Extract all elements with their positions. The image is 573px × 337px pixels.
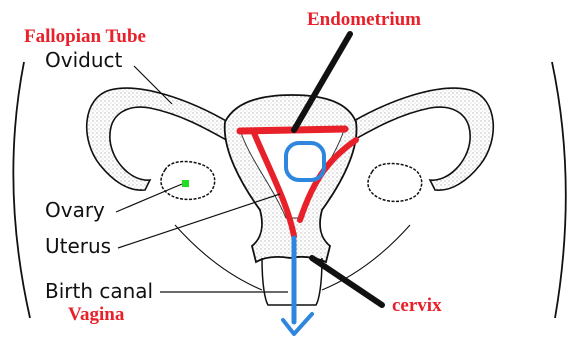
uterus-leader (118, 194, 280, 248)
endometrium-label: Endometrium (307, 10, 421, 29)
fallopian-tube-label: Fallopian Tube (24, 27, 146, 46)
pelvic-line-right (322, 225, 410, 290)
right-ovary (368, 164, 422, 202)
cervix-label: cervix (392, 296, 442, 315)
left-body-outline (13, 62, 30, 318)
birth-canal-label: Birth canal (45, 281, 153, 301)
vagina-label: Vagina (68, 305, 124, 324)
uterus-label: Uterus (45, 236, 111, 256)
blue-arrow-head (283, 314, 312, 334)
oviduct-label: Oviduct (45, 50, 122, 70)
ovary-leader (116, 184, 182, 212)
ovary-marker (182, 180, 189, 187)
pelvic-line-left (175, 225, 262, 290)
ovary-label: Ovary (45, 200, 105, 220)
cervix-pointer (312, 258, 382, 305)
right-body-outline (552, 62, 566, 318)
